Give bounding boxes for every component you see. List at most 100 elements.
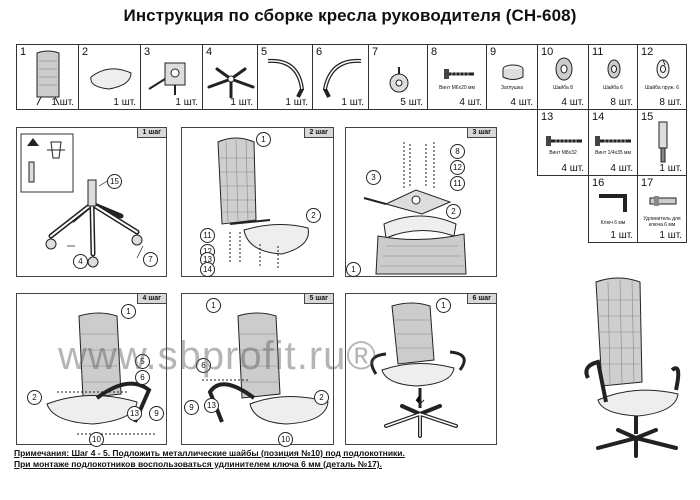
key-extension-icon — [649, 196, 677, 206]
step-label: 4 шаг — [136, 294, 166, 304]
part-number: 5 — [261, 46, 268, 58]
step-2-panel: 2 шаг 1 2 11 12 13 14 — [181, 127, 334, 277]
callout: 2 — [446, 204, 461, 219]
part-quantity: 1 шт. — [610, 230, 633, 241]
step-4-panel: 4 шаг 1 5 6 2 13 9 10 — [16, 293, 167, 447]
callout: 1 — [256, 132, 271, 147]
washer-icon — [555, 57, 573, 81]
final-assembly-illustration — [370, 302, 466, 438]
screw-icon — [444, 69, 474, 79]
part-number: 4 — [206, 46, 213, 58]
callout: 13 — [127, 406, 142, 421]
callout: 5 — [135, 354, 150, 369]
part-number: 14 — [592, 111, 605, 123]
part-13: Винт М8х32 13 4 шт. — [537, 109, 589, 176]
callout: 6 — [196, 358, 211, 373]
callout: 14 — [200, 262, 215, 277]
callout: 13 — [204, 398, 219, 413]
step-label: 2 шаг — [303, 128, 333, 138]
armrest-icon — [322, 58, 362, 98]
plug-icon — [502, 64, 524, 80]
screw-icon — [546, 136, 582, 146]
part-14: Винт 1/4х35 мм 14 4 шт. — [588, 109, 638, 176]
part-label: Заглушка — [500, 85, 524, 91]
part-number: 17 — [641, 177, 654, 189]
part-quantity: 1 шт. — [285, 97, 308, 108]
part-label: Удлинитель для ключа 6 мм — [643, 216, 681, 228]
part-4: 4 1 шт. — [202, 44, 258, 110]
part-quantity: 1 шт. — [175, 97, 198, 108]
step-label: 5 шаг — [303, 294, 333, 304]
callout: 11 — [200, 228, 215, 243]
part-number: 10 — [541, 46, 554, 58]
part-number: 16 — [592, 177, 605, 189]
part-12: Шайба пруж. 6 12 8 шт. — [637, 44, 687, 110]
callout: 9 — [184, 400, 199, 415]
callout: 2 — [306, 208, 321, 223]
step-label: 3 шаг — [466, 128, 496, 138]
part-label: Шайба 8 — [553, 85, 573, 91]
callout: 11 — [450, 176, 465, 191]
part-number: 11 — [592, 46, 604, 58]
part-label: Винт М6х20 мм — [439, 85, 475, 91]
callout: 1 — [206, 298, 221, 313]
part-quantity: 4 шт. — [561, 163, 584, 174]
callout: 10 — [278, 432, 293, 447]
callout: 6 — [135, 370, 150, 385]
mechanism-icon — [148, 62, 186, 95]
part-quantity: 8 шт. — [659, 97, 682, 108]
callout: 1 — [121, 304, 136, 319]
part-6: 6 1 шт. — [312, 44, 369, 110]
watermark: www.sbprofit.ru® — [58, 334, 377, 378]
part-quantity: 4 шт. — [561, 97, 584, 108]
chair-back-icon — [36, 50, 60, 106]
part-1: 1 1 шт. — [16, 44, 79, 110]
part-quantity: 1 шт. — [659, 230, 682, 241]
step-1-panel: 1 шаг 15 4 7 — [16, 127, 167, 277]
part-quantity: 1 шт. — [113, 97, 136, 108]
callout: 2 — [27, 390, 42, 405]
part-label: Ключ 6 мм — [600, 220, 626, 226]
step-6-panel: 6 шаг 1 — [345, 293, 497, 445]
part-2: 2 1 шт. — [78, 44, 141, 110]
part-number: 15 — [641, 111, 654, 123]
part-3: 3 1 шт. — [140, 44, 203, 110]
callout: 8 — [450, 144, 465, 159]
part-quantity: 4 шт. — [510, 97, 533, 108]
part-number: 7 — [372, 46, 379, 58]
part-number: 2 — [82, 46, 89, 58]
notes-heading: Примечания: — [14, 448, 70, 458]
part-10: Шайба 8 10 4 шт. — [537, 44, 589, 110]
step-label: 6 шаг — [466, 294, 496, 304]
step-5-panel: 5 шаг 1 6 9 13 10 2 — [181, 293, 334, 447]
part-5: 5 1 шт. — [257, 44, 313, 110]
part-17: Удлинитель для ключа 6 мм 17 1 шт. — [637, 175, 687, 243]
callout: 4 — [73, 254, 88, 269]
part-label: Шайба пруж. 6 — [645, 85, 679, 91]
part-16: Ключ 6 мм 16 1 шт. — [588, 175, 638, 243]
part-11: Шайба 6 11 8 шт. — [588, 44, 638, 110]
page-title: Инструкция по сборке кресла руководителя… — [123, 6, 577, 25]
part-quantity: 1 шт. — [341, 97, 364, 108]
mechanism-assembly-illustration — [363, 142, 467, 275]
part-quantity: 5 шт. — [400, 97, 423, 108]
notes-line-2: При монтаже подлокотников воспользоватьс… — [14, 459, 383, 469]
part-number: 8 — [431, 46, 438, 58]
callout: 7 — [143, 252, 158, 267]
part-label: Винт М8х32 — [549, 150, 577, 156]
part-quantity: 1 шт. — [659, 163, 682, 174]
base-icon — [207, 67, 255, 99]
washer-icon — [607, 59, 621, 79]
callout: 2 — [314, 390, 329, 405]
part-quantity: 8 шт. — [610, 97, 633, 108]
notes-line-1: Шаг 4 - 5. Подложить металлические шайбы… — [69, 448, 405, 458]
screw-icon — [595, 136, 631, 146]
part-number: 1 — [20, 46, 27, 58]
callout: 3 — [366, 170, 381, 185]
base-assembly-illustration — [20, 133, 144, 268]
seat-icon — [90, 68, 132, 90]
part-number: 3 — [144, 46, 151, 58]
part-number: 12 — [641, 46, 654, 58]
callout: 1 — [436, 298, 451, 313]
part-quantity: 1 шт. — [230, 97, 253, 108]
